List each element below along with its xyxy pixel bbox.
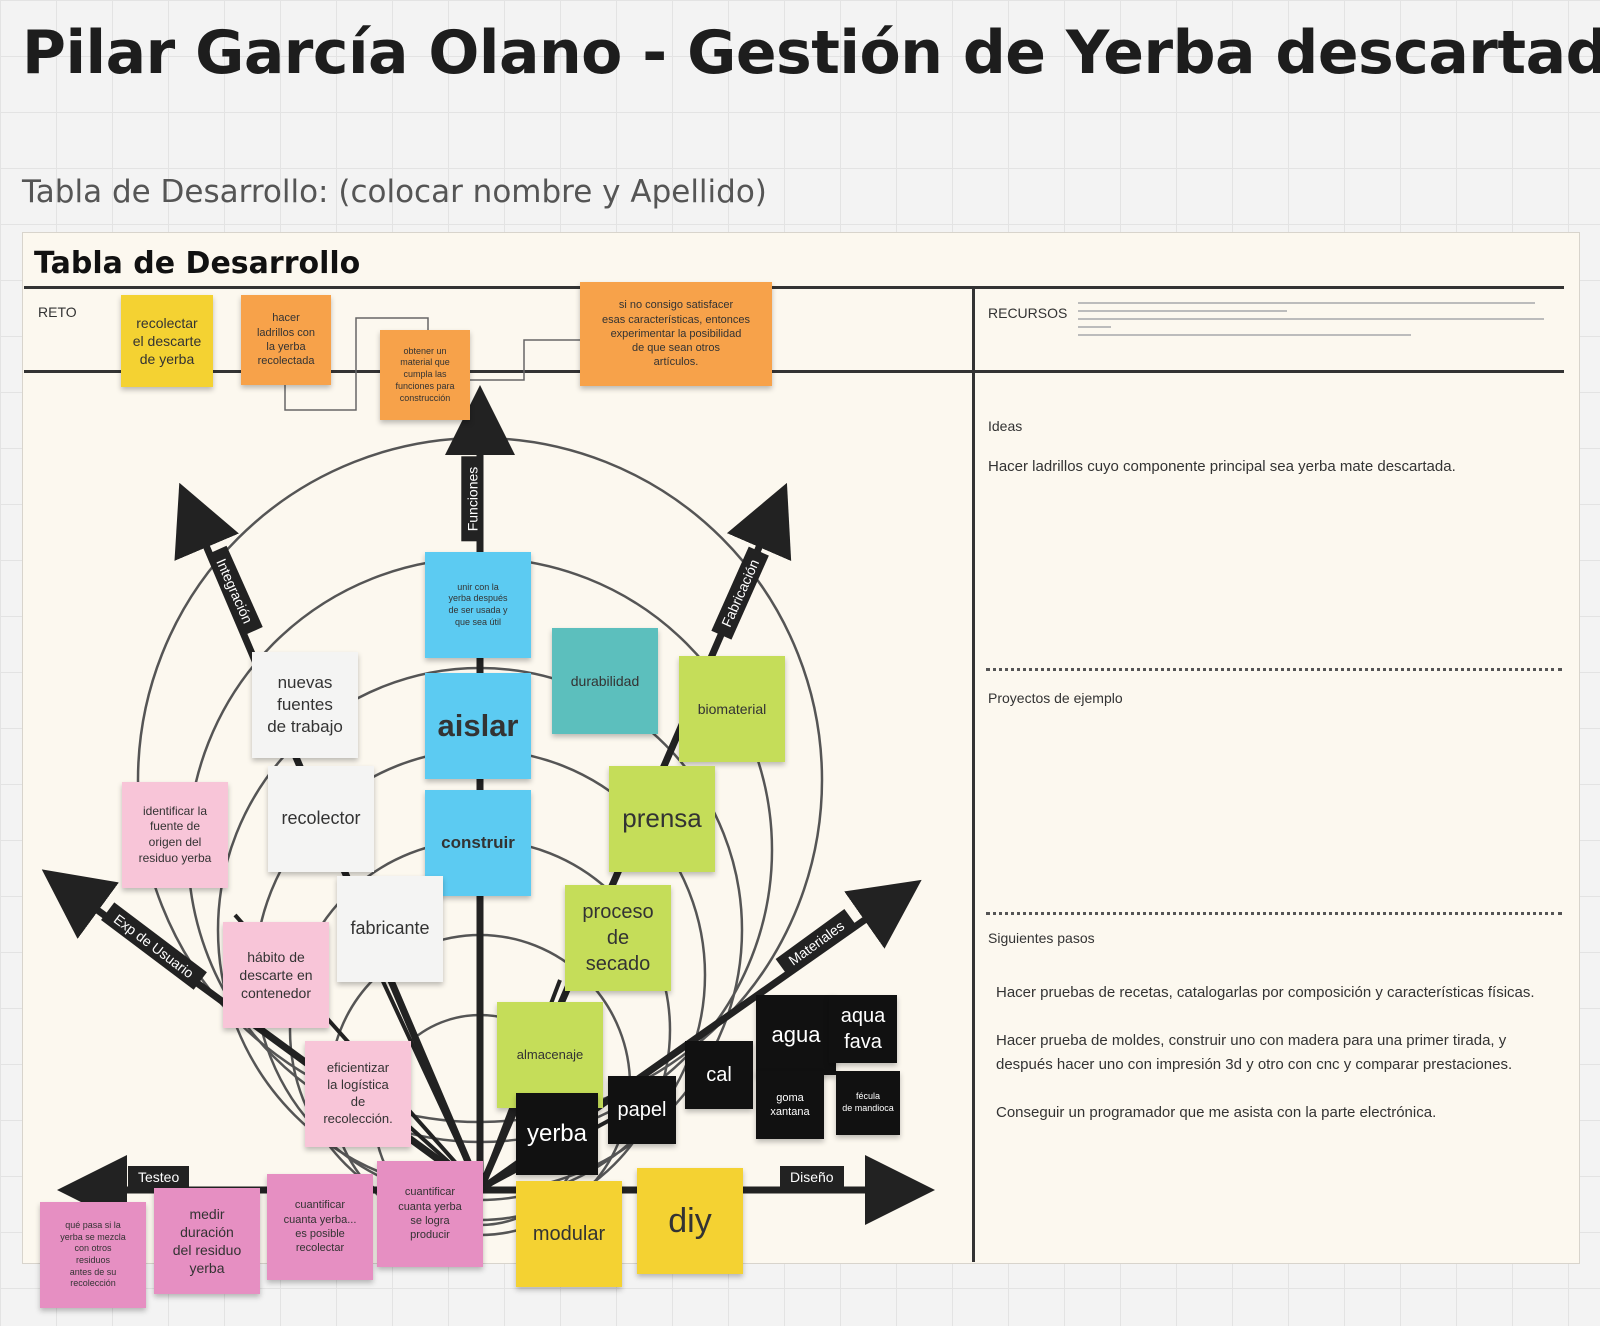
siguientes-text: Hacer pruebas de recetas, catalogarlas p…	[996, 984, 1535, 1121]
ideas-text: Hacer ladrillos cuyo componente principa…	[988, 458, 1456, 475]
note-almacenaje[interactable]: almacenaje	[497, 1002, 603, 1108]
note-que-pasa[interactable]: qué pasa si la yerba se mezcla con otros…	[40, 1202, 146, 1308]
axis-label-funciones: Funciones	[461, 456, 484, 542]
proyectos-label: Proyectos de ejemplo	[988, 690, 1123, 706]
siguientes-label: Siguientes pasos	[988, 930, 1095, 946]
note-si-no-consigo[interactable]: si no consigo satisfacer esas caracterís…	[580, 282, 772, 386]
note-habito-descarte[interactable]: hábito de descarte en contenedor	[223, 922, 329, 1028]
note-identificar-fuente[interactable]: identificar la fuente de origen del resi…	[122, 782, 228, 888]
note-aislar[interactable]: aislar	[425, 673, 531, 779]
ideas-divider	[986, 668, 1562, 671]
note-nuevas-fuentes[interactable]: nuevas fuentes de trabajo	[252, 652, 358, 758]
note-recolectar[interactable]: recolectar el descarte de yerba	[121, 295, 213, 387]
panel-divider	[972, 286, 975, 1262]
projects-divider	[986, 912, 1562, 915]
note-cal[interactable]: cal	[685, 1041, 753, 1109]
note-goma-xantana[interactable]: goma xantana	[756, 1071, 824, 1139]
recursos-label: RECURSOS	[988, 305, 1068, 321]
note-cuantificar-recolectar[interactable]: cuantificar cuanta yerba... es posible r…	[267, 1174, 373, 1280]
note-yerba[interactable]: yerba	[516, 1093, 598, 1175]
note-construir[interactable]: construir	[425, 790, 531, 896]
note-aqua-fava[interactable]: aqua fava	[829, 995, 897, 1063]
note-biomaterial[interactable]: biomaterial	[679, 656, 785, 762]
note-proceso-secado[interactable]: proceso de secado	[565, 885, 671, 991]
axis-label-testeo: Testeo	[128, 1166, 190, 1188]
board-title: Tabla de Desarrollo	[34, 246, 361, 281]
note-unir-yerba[interactable]: unir con la yerba después de ser usada y…	[425, 552, 531, 658]
note-modular[interactable]: modular	[516, 1181, 622, 1287]
board-top-rule	[24, 286, 1564, 289]
note-diy[interactable]: diy	[637, 1168, 743, 1274]
note-durabilidad[interactable]: durabilidad	[552, 628, 658, 734]
challenge-connectors	[284, 317, 580, 411]
note-hacer-ladrillos[interactable]: hacer ladrillos con la yerba recolectada	[241, 295, 331, 385]
note-prensa[interactable]: prensa	[609, 766, 715, 872]
axis-label-diseno: Diseño	[780, 1166, 844, 1188]
challenge-row-rule	[24, 370, 1564, 373]
note-cuantificar-producir[interactable]: cuantificar cuanta yerba se logra produc…	[377, 1161, 483, 1267]
ideas-label: Ideas	[988, 418, 1023, 434]
note-agua[interactable]: agua	[756, 995, 836, 1075]
page-subtitle: Tabla de Desarrollo: (colocar nombre y A…	[22, 174, 767, 210]
note-medir-duracion[interactable]: medir duración del residuo yerba	[154, 1188, 260, 1294]
note-fabricante[interactable]: fabricante	[337, 876, 443, 982]
note-fecula[interactable]: fécula de mandioca	[836, 1071, 900, 1135]
reto-label: RETO	[38, 304, 77, 320]
note-eficientizar[interactable]: eficientizar la logística de recolección…	[305, 1041, 411, 1147]
note-obtener-material[interactable]: obtener un material que cumpla las funci…	[380, 330, 470, 420]
resources-illegible-text	[1078, 302, 1554, 342]
page-title: Pilar García Olano - Gestión de Yerba de…	[22, 18, 1600, 88]
note-papel[interactable]: papel	[608, 1076, 676, 1144]
note-recolector[interactable]: recolector	[268, 766, 374, 872]
